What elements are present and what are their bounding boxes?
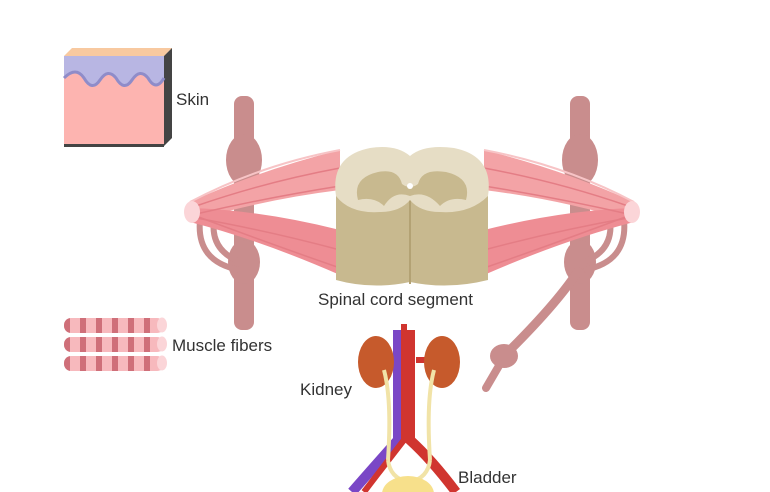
bladder-label: Bladder — [458, 468, 517, 487]
spinal-cord-segment-illustration — [335, 147, 489, 286]
kidney-label: Kidney — [300, 380, 352, 399]
spinal-cord-segment-label: Spinal cord segment — [318, 290, 473, 309]
muscle-fibers-label: Muscle fibers — [172, 336, 273, 355]
left-nerve-bundle — [184, 149, 341, 275]
bladder-illustration — [382, 476, 434, 492]
skin-label: Skin — [176, 90, 210, 109]
right-nerve-bundle — [483, 149, 640, 275]
muscle-fibers-illustration — [64, 317, 167, 371]
skin-block-illustration — [62, 48, 172, 147]
kidney-vessel-illustration — [348, 324, 460, 492]
